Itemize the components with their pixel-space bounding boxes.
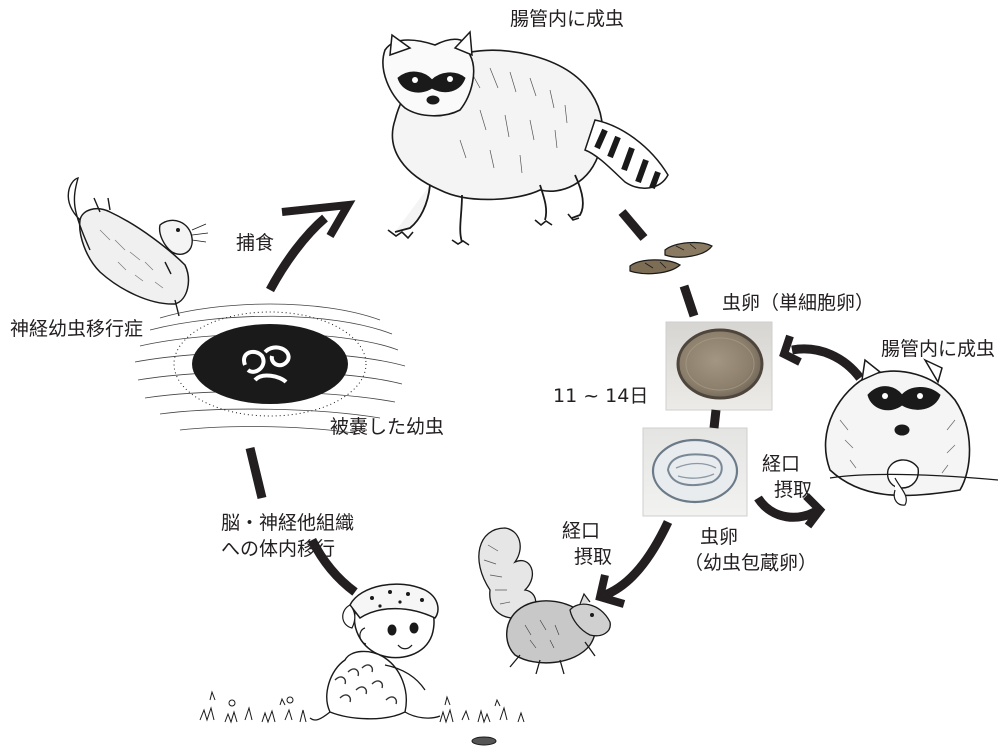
label-oral-right-1: 経口 (762, 453, 800, 477)
label-encysted-larva: 被嚢した幼虫 (330, 416, 444, 440)
label-oral-left-2: 摂取 (574, 546, 612, 570)
label-adult-intestine-right: 腸管内に成虫 (881, 338, 995, 362)
egg-unembryonated-photo (666, 322, 772, 410)
arrow-raccoon-to-feces (622, 212, 644, 238)
cyst-larva-icon (135, 304, 405, 434)
label-days: 11 ~ 14日 (553, 385, 648, 409)
label-nlm: 神経幼虫移行症 (10, 318, 143, 342)
label-migration-2: への体内移行 (221, 538, 335, 562)
label-oral-left-1: 経口 (562, 520, 600, 544)
arrow-feces-to-egg (684, 286, 694, 316)
label-migration-1: 脳・神経他組織 (221, 512, 354, 536)
label-predation: 捕食 (236, 232, 274, 256)
feces-icon (630, 243, 712, 274)
egg-embryonated-photo (643, 428, 747, 516)
rodent-dead-icon (68, 178, 208, 316)
arrow-egg-development (714, 410, 716, 428)
label-oral-right-2: 摂取 (774, 479, 812, 503)
arrow-egg-to-squirrel-oral (605, 522, 668, 595)
arrow-raccoon-to-egg (792, 349, 860, 378)
label-egg-embryonated-2: （幼虫包蔵卵） (684, 552, 817, 576)
label-egg-unembryonated: 虫卵（単細胞卵） (722, 292, 874, 316)
child-playing-icon (310, 584, 440, 720)
label-egg-embryonated-1: 虫卵 (700, 526, 738, 550)
label-adult-intestine-top: 腸管内に成虫 (510, 8, 624, 32)
arrow-predation (270, 218, 325, 290)
raccoon-eating-icon (826, 360, 998, 505)
